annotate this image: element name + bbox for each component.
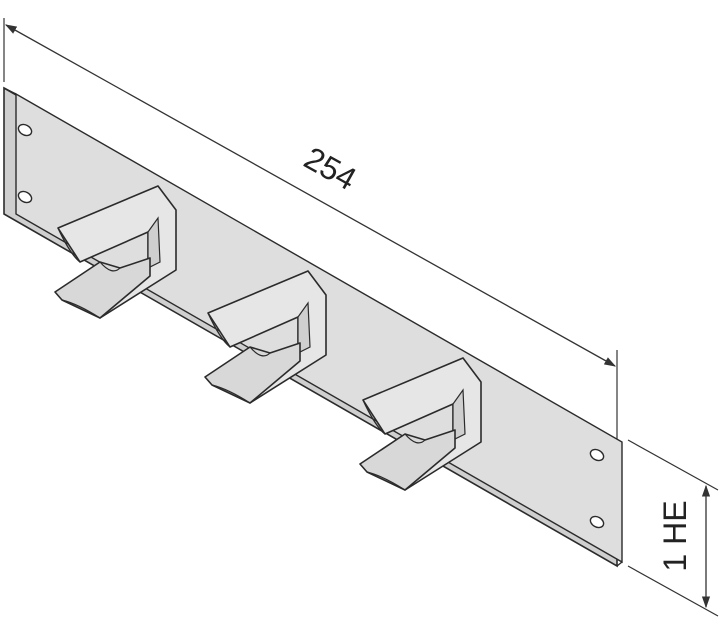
cable-clip bbox=[359, 357, 482, 491]
mounting-hole bbox=[17, 190, 33, 204]
width-label: 254 bbox=[298, 140, 362, 197]
width-dimension-line bbox=[4, 24, 617, 367]
cable-clip bbox=[204, 270, 327, 404]
mounting-hole bbox=[589, 448, 605, 462]
extension-line-bottom bbox=[627, 565, 719, 617]
mounting-hole bbox=[17, 123, 33, 137]
height-label: 1 HE bbox=[657, 500, 693, 571]
height-dimension: 1 HE bbox=[627, 439, 719, 617]
extension-line-top bbox=[627, 439, 719, 491]
cable-clip bbox=[54, 185, 177, 319]
mounting-hole bbox=[589, 515, 605, 529]
